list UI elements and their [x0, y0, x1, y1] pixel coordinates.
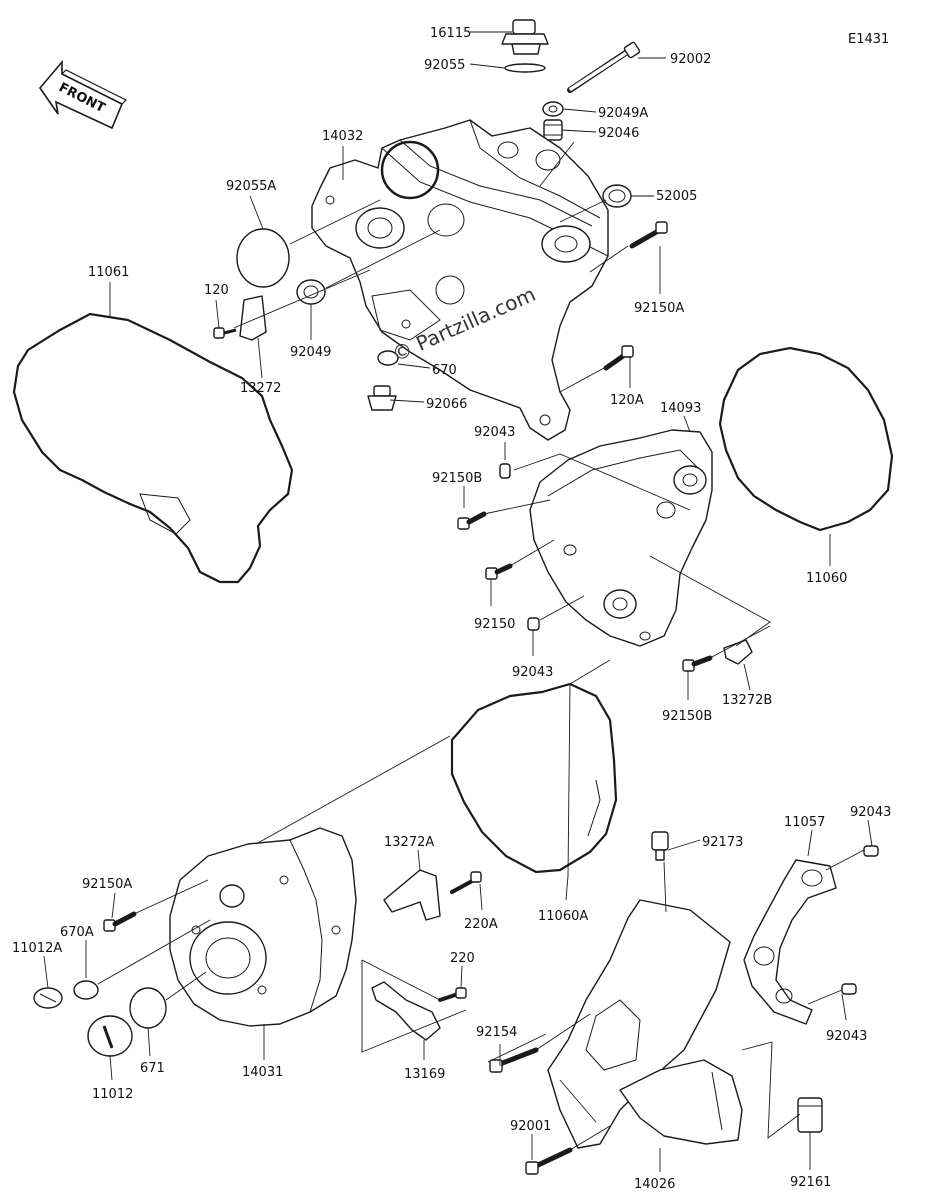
bolt-92150A-mid [103, 911, 137, 932]
bolt-92150A-top [629, 221, 668, 249]
label-13272: 13272 [240, 381, 281, 396]
guide-13169 [371, 981, 441, 1041]
plate-13272B [723, 639, 753, 665]
label-11012: 11012 [92, 1087, 133, 1102]
bolt-92001 [525, 1147, 573, 1175]
label-92055A: 92055A [226, 179, 276, 194]
label-13272B: 13272B [722, 693, 772, 708]
label-120: 120 [204, 283, 229, 298]
sprocket-cover-14026 [547, 899, 743, 1149]
label-220A: 220A [464, 917, 498, 932]
plug-11012A [33, 987, 63, 1009]
long-bolt-92002 [567, 41, 641, 93]
label-670: 670 [432, 363, 457, 378]
drain-plug-92066 [367, 385, 397, 411]
label-92049: 92049 [290, 345, 331, 360]
seal-92049A [542, 101, 564, 117]
label-92150B-b: 92150B [662, 709, 712, 724]
label-92043-d: 92043 [826, 1029, 867, 1044]
gasket-11061 [12, 312, 294, 584]
bolt-220 [438, 987, 467, 1002]
label-92049A: 92049A [598, 106, 648, 121]
label-14026: 14026 [634, 1177, 675, 1192]
label-220: 220 [450, 951, 475, 966]
gasket-11060 [718, 346, 894, 532]
label-11057: 11057 [784, 815, 825, 830]
label-92055: 92055 [424, 58, 465, 73]
label-11060A: 11060A [538, 909, 588, 924]
label-92001: 92001 [510, 1119, 551, 1134]
o-ring-671 [129, 987, 167, 1029]
bolt-92150B-a [457, 511, 487, 530]
bolt-92154 [489, 1047, 539, 1073]
plate-13272A [383, 869, 441, 921]
label-92043-b: 92043 [512, 665, 553, 680]
label-13272A: 13272A [384, 835, 434, 850]
dowel-pin-92043-c [863, 845, 879, 857]
bolt-120A [603, 345, 634, 371]
oil-seal-92049 [296, 279, 326, 305]
label-92150: 92150 [474, 617, 515, 632]
label-670A: 670A [60, 925, 94, 940]
oil-filler-cap [501, 19, 549, 55]
label-92150B-a: 92150B [432, 471, 482, 486]
cover-14093 [529, 429, 713, 647]
diagram-code: E1431 [848, 32, 889, 47]
leader-lines [43, 31, 873, 1172]
dowel-pin-92043-a [499, 463, 511, 479]
label-52005: 52005 [656, 189, 697, 204]
gasket-11060A [450, 682, 618, 874]
label-92161: 92161 [790, 1175, 831, 1190]
bolt-92150 [485, 563, 513, 580]
label-14031: 14031 [242, 1065, 283, 1080]
o-ring-92055A [236, 228, 290, 288]
label-671: 671 [140, 1061, 165, 1076]
clutch-cover-14032 [311, 119, 609, 441]
label-92154: 92154 [476, 1025, 517, 1040]
plate-13272 [239, 295, 267, 341]
label-92066: 92066 [426, 397, 467, 412]
dowel-pin-92043-d [841, 983, 857, 995]
label-14093: 14093 [660, 401, 701, 416]
cap-11012 [87, 1015, 133, 1057]
label-92173: 92173 [702, 835, 743, 850]
label-120A: 120A [610, 393, 644, 408]
bolt-92173 [651, 831, 669, 861]
part-labels: 16115 92055 92002 92049A 92046 14032 920… [12, 26, 891, 1192]
label-92043-a: 92043 [474, 425, 515, 440]
label-11060: 11060 [806, 571, 847, 586]
bolt-120 [213, 327, 237, 339]
front-arrow-icon: FRONT [38, 59, 128, 130]
label-92150A-mid: 92150A [82, 877, 132, 892]
label-16115: 16115 [430, 26, 471, 41]
dowel-pin-92043-b [527, 617, 540, 631]
needle-bearing-92046 [543, 119, 563, 141]
label-11061: 11061 [88, 265, 129, 280]
bolt-220A [450, 871, 482, 894]
generator-cover-14031 [169, 827, 357, 1027]
oil-seal-52005 [602, 184, 632, 208]
label-13169: 13169 [404, 1067, 445, 1082]
label-11012A: 11012A [12, 941, 62, 956]
o-ring-670 [377, 350, 399, 366]
bracket-11057 [743, 859, 837, 1025]
o-ring-92055 [504, 63, 546, 73]
bolt-92150B-b [682, 655, 713, 672]
label-92046: 92046 [598, 126, 639, 141]
gasket-ring-inner [380, 140, 440, 200]
o-ring-670A [73, 980, 99, 1000]
label-14032: 14032 [322, 129, 363, 144]
damper-92161 [797, 1097, 823, 1133]
label-92150A-top: 92150A [634, 301, 684, 316]
label-92002: 92002 [670, 52, 711, 67]
label-92043-c: 92043 [850, 805, 891, 820]
